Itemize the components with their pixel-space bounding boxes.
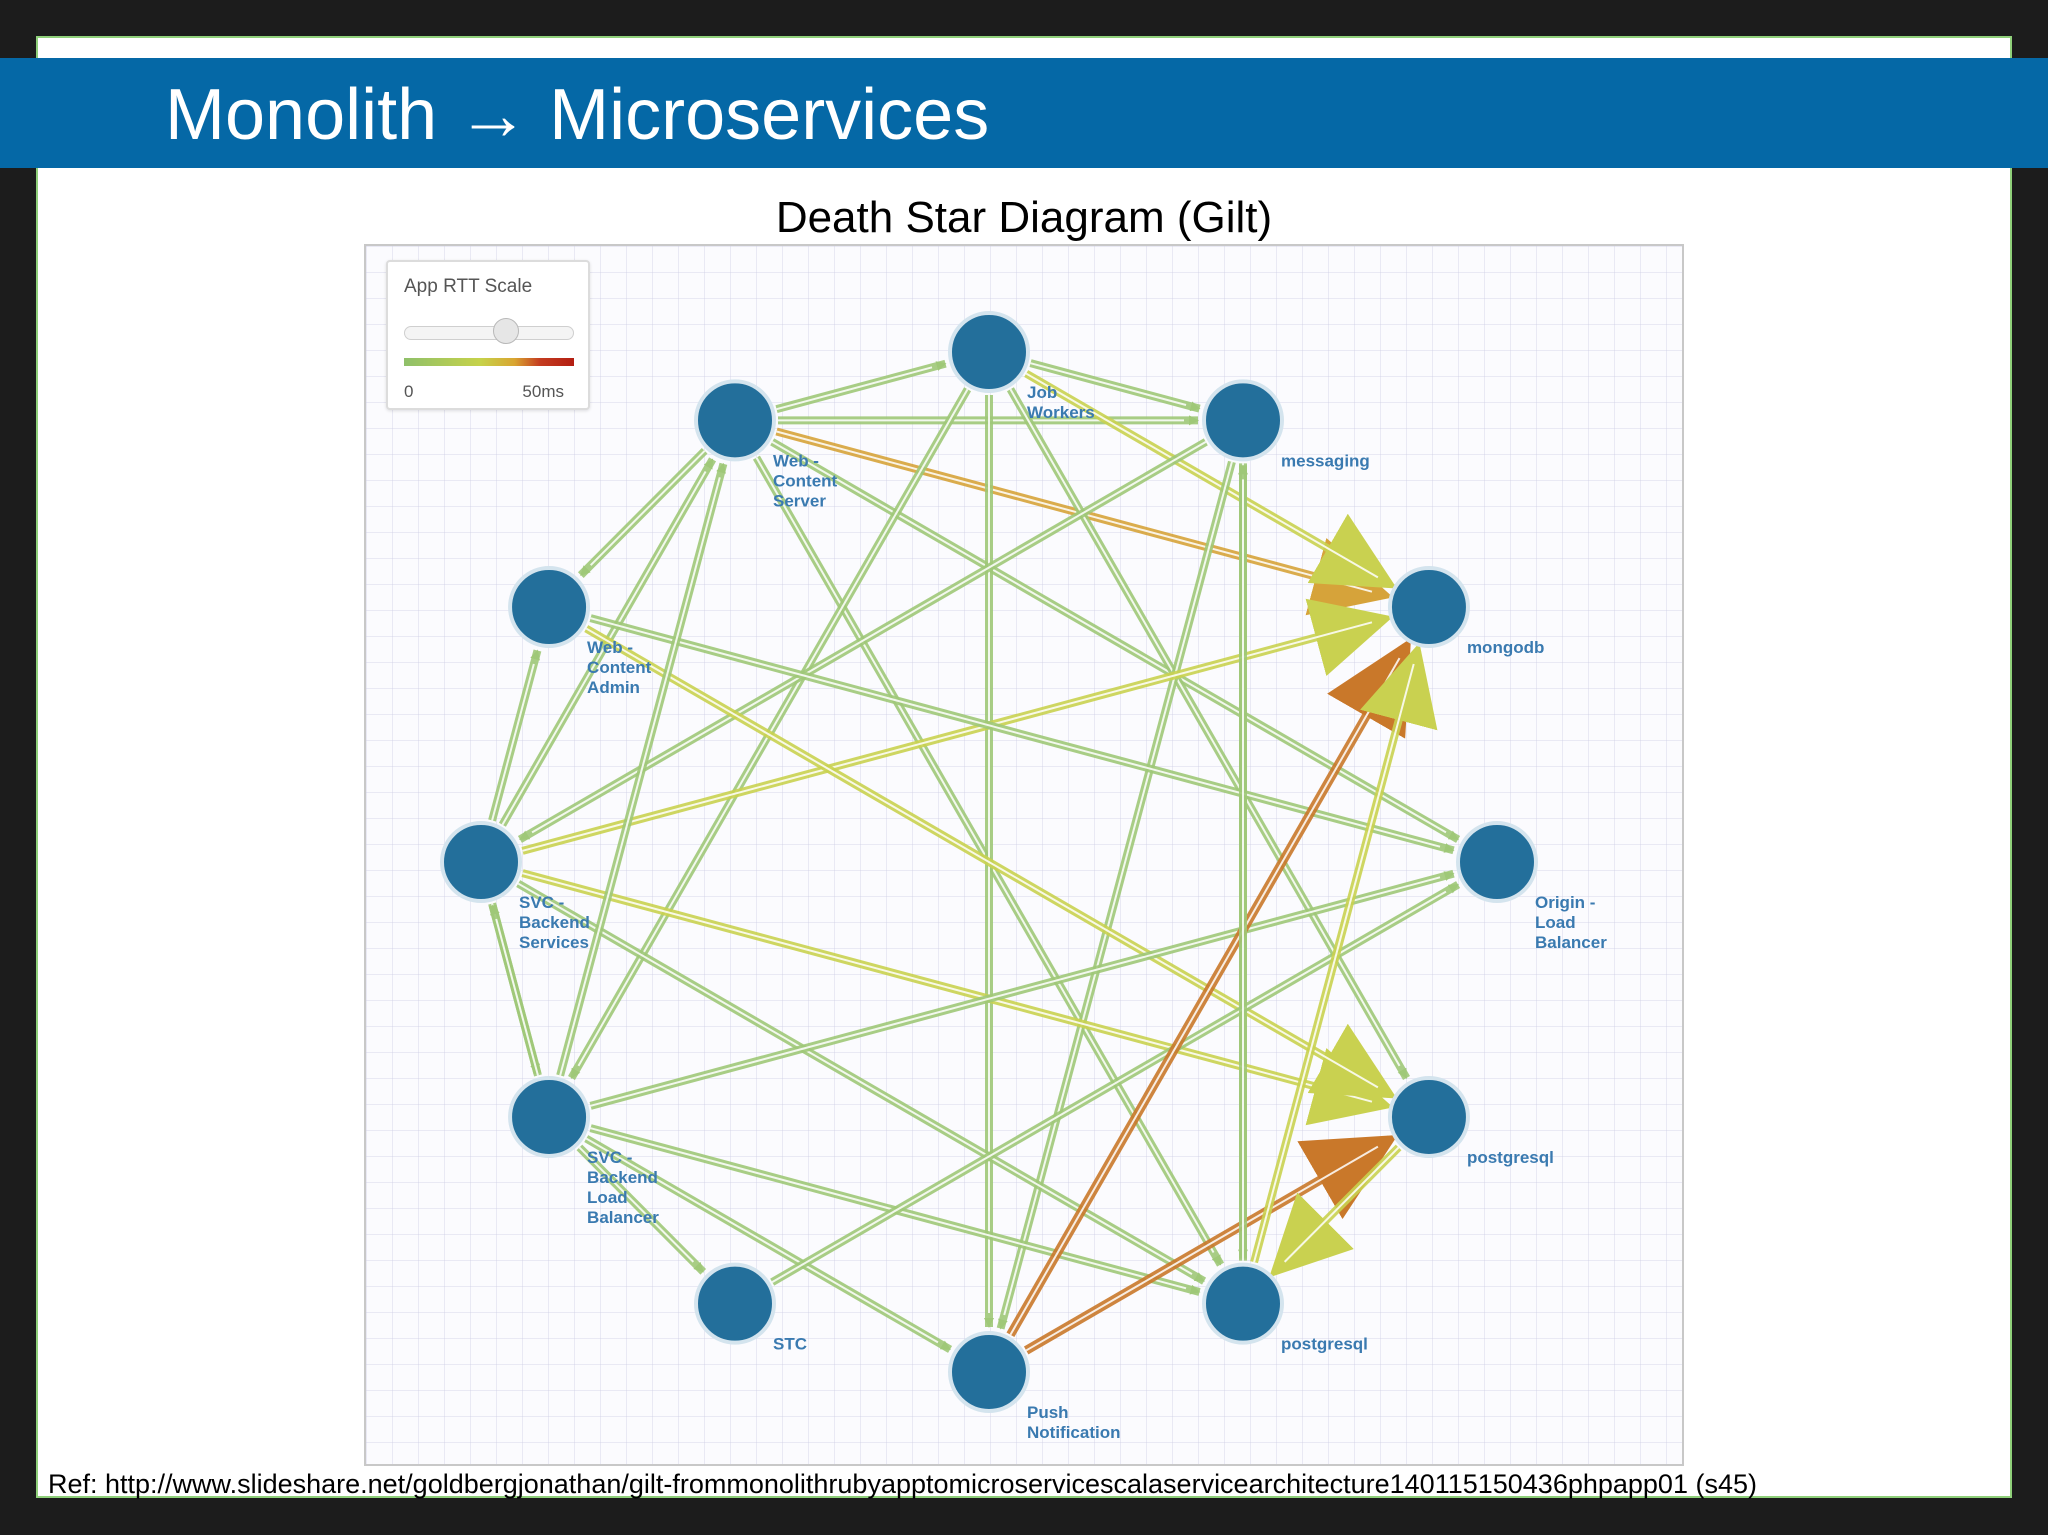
scale-slider-thumb[interactable] (493, 318, 519, 344)
node-stc[interactable]: STC (694, 1262, 807, 1354)
scale-min-label: 0 (404, 382, 414, 401)
node-circle[interactable] (1202, 1262, 1284, 1345)
node-circle[interactable] (1456, 821, 1538, 903)
node-label: mongodb (1467, 638, 1544, 657)
scale-max-label: 50ms (522, 382, 564, 401)
edge-svclb-to-push (584, 1135, 953, 1353)
edge-svclb-to-origin (589, 869, 1455, 1110)
node-circle[interactable] (694, 379, 776, 462)
edge-svc-to-admin (488, 649, 542, 822)
node-circle[interactable] (694, 1262, 776, 1345)
edge-wcs-to-job (775, 359, 947, 414)
edge-svclb-to-stc (576, 1144, 707, 1275)
slide-title: Monolith → Microservices (165, 75, 990, 155)
node-circle[interactable] (1387, 566, 1470, 648)
edge-wcs-to-admin (577, 447, 708, 578)
node-circle[interactable] (440, 821, 522, 903)
edge-stc-to-origin (770, 881, 1461, 1286)
node-label: messaging (1281, 451, 1370, 470)
diagram-heading: Death Star Diagram (Gilt) (775, 193, 1273, 242)
edge-job-to-mongodb (1024, 370, 1397, 589)
scale-title: App RTT Scale (404, 276, 533, 297)
node-label: STC (773, 1335, 807, 1354)
node-messaging[interactable]: messaging (1202, 379, 1370, 470)
node-circle[interactable] (1202, 379, 1284, 462)
node-circle[interactable] (948, 1331, 1030, 1413)
node-postgres2[interactable]: postgresql (1202, 1262, 1368, 1354)
reference-link[interactable]: Ref: http://www.slideshare.net/goldbergj… (48, 1469, 1757, 1499)
node-mongodb[interactable]: mongodb (1387, 566, 1544, 657)
node-circle[interactable] (948, 311, 1030, 393)
app-rtt-scale-legend: App RTT Scale 0 50ms (386, 260, 590, 410)
edge-postgres1-to-postgres2 (1269, 1144, 1402, 1278)
edge-job-to-messaging (1029, 359, 1201, 413)
title-bar (0, 58, 2048, 168)
edge-postgres2-to-mongodb (1250, 642, 1438, 1264)
edge-push-to-mongodb (1006, 638, 1411, 1337)
node-label: postgresql (1467, 1148, 1554, 1167)
node-label: postgresql (1281, 1335, 1368, 1354)
node-circle[interactable] (1387, 1076, 1470, 1158)
edge-svclb-to-svc (488, 904, 542, 1077)
scale-color-gradient (404, 358, 574, 366)
edge-wcs-to-origin (770, 438, 1461, 843)
node-circle[interactable] (508, 566, 591, 648)
edges-layer (488, 359, 1461, 1355)
node-postgres1[interactable]: postgresql (1387, 1076, 1554, 1167)
scale-slider-track[interactable] (404, 326, 574, 340)
node-circle[interactable] (508, 1076, 591, 1158)
edge-svclb-to-wcs (556, 462, 728, 1077)
edge-push-to-postgres1 (1023, 1135, 1398, 1355)
